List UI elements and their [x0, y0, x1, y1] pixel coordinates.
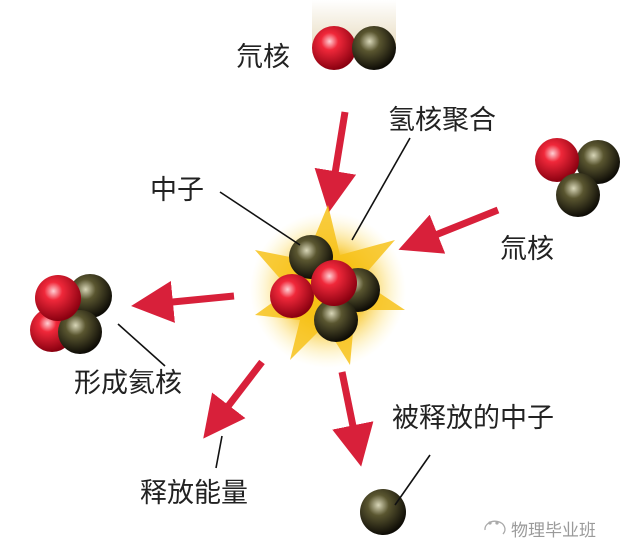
arrow-out-neutron — [332, 371, 374, 467]
leader-helium — [117, 323, 166, 367]
label-neutron: 中子 — [150, 175, 204, 206]
proton — [35, 275, 81, 321]
leader-fusion — [351, 137, 411, 241]
proton — [270, 274, 314, 318]
neutron — [576, 140, 620, 184]
label-fusion: 氢核聚合 — [388, 105, 496, 136]
label-released-neutron: 被释放的中子 — [392, 403, 554, 434]
wechat-logo-icon — [484, 520, 506, 535]
neutron — [352, 26, 396, 70]
leader-neutron — [219, 191, 301, 246]
label-energy: 释放能量 — [140, 478, 248, 509]
label-deuterium: 氘核 — [236, 42, 290, 73]
arrow-out-energy — [203, 359, 265, 439]
label-tritium: 氚核 — [500, 234, 554, 265]
label-helium: 形成氦核 — [74, 368, 182, 399]
neutron — [556, 173, 600, 217]
released-neutron-ball — [360, 489, 406, 535]
arrow-in-top — [314, 111, 357, 213]
proton — [535, 138, 579, 182]
arrow-in-right — [398, 206, 500, 254]
arrow-out-helium — [131, 281, 235, 323]
watermark: 物理毕业班 — [511, 521, 596, 541]
neutron — [58, 310, 102, 354]
proton — [312, 26, 356, 70]
proton — [311, 260, 357, 306]
leader-released-neutron — [394, 454, 431, 506]
neutron — [314, 298, 358, 342]
leader-energy — [215, 435, 223, 469]
